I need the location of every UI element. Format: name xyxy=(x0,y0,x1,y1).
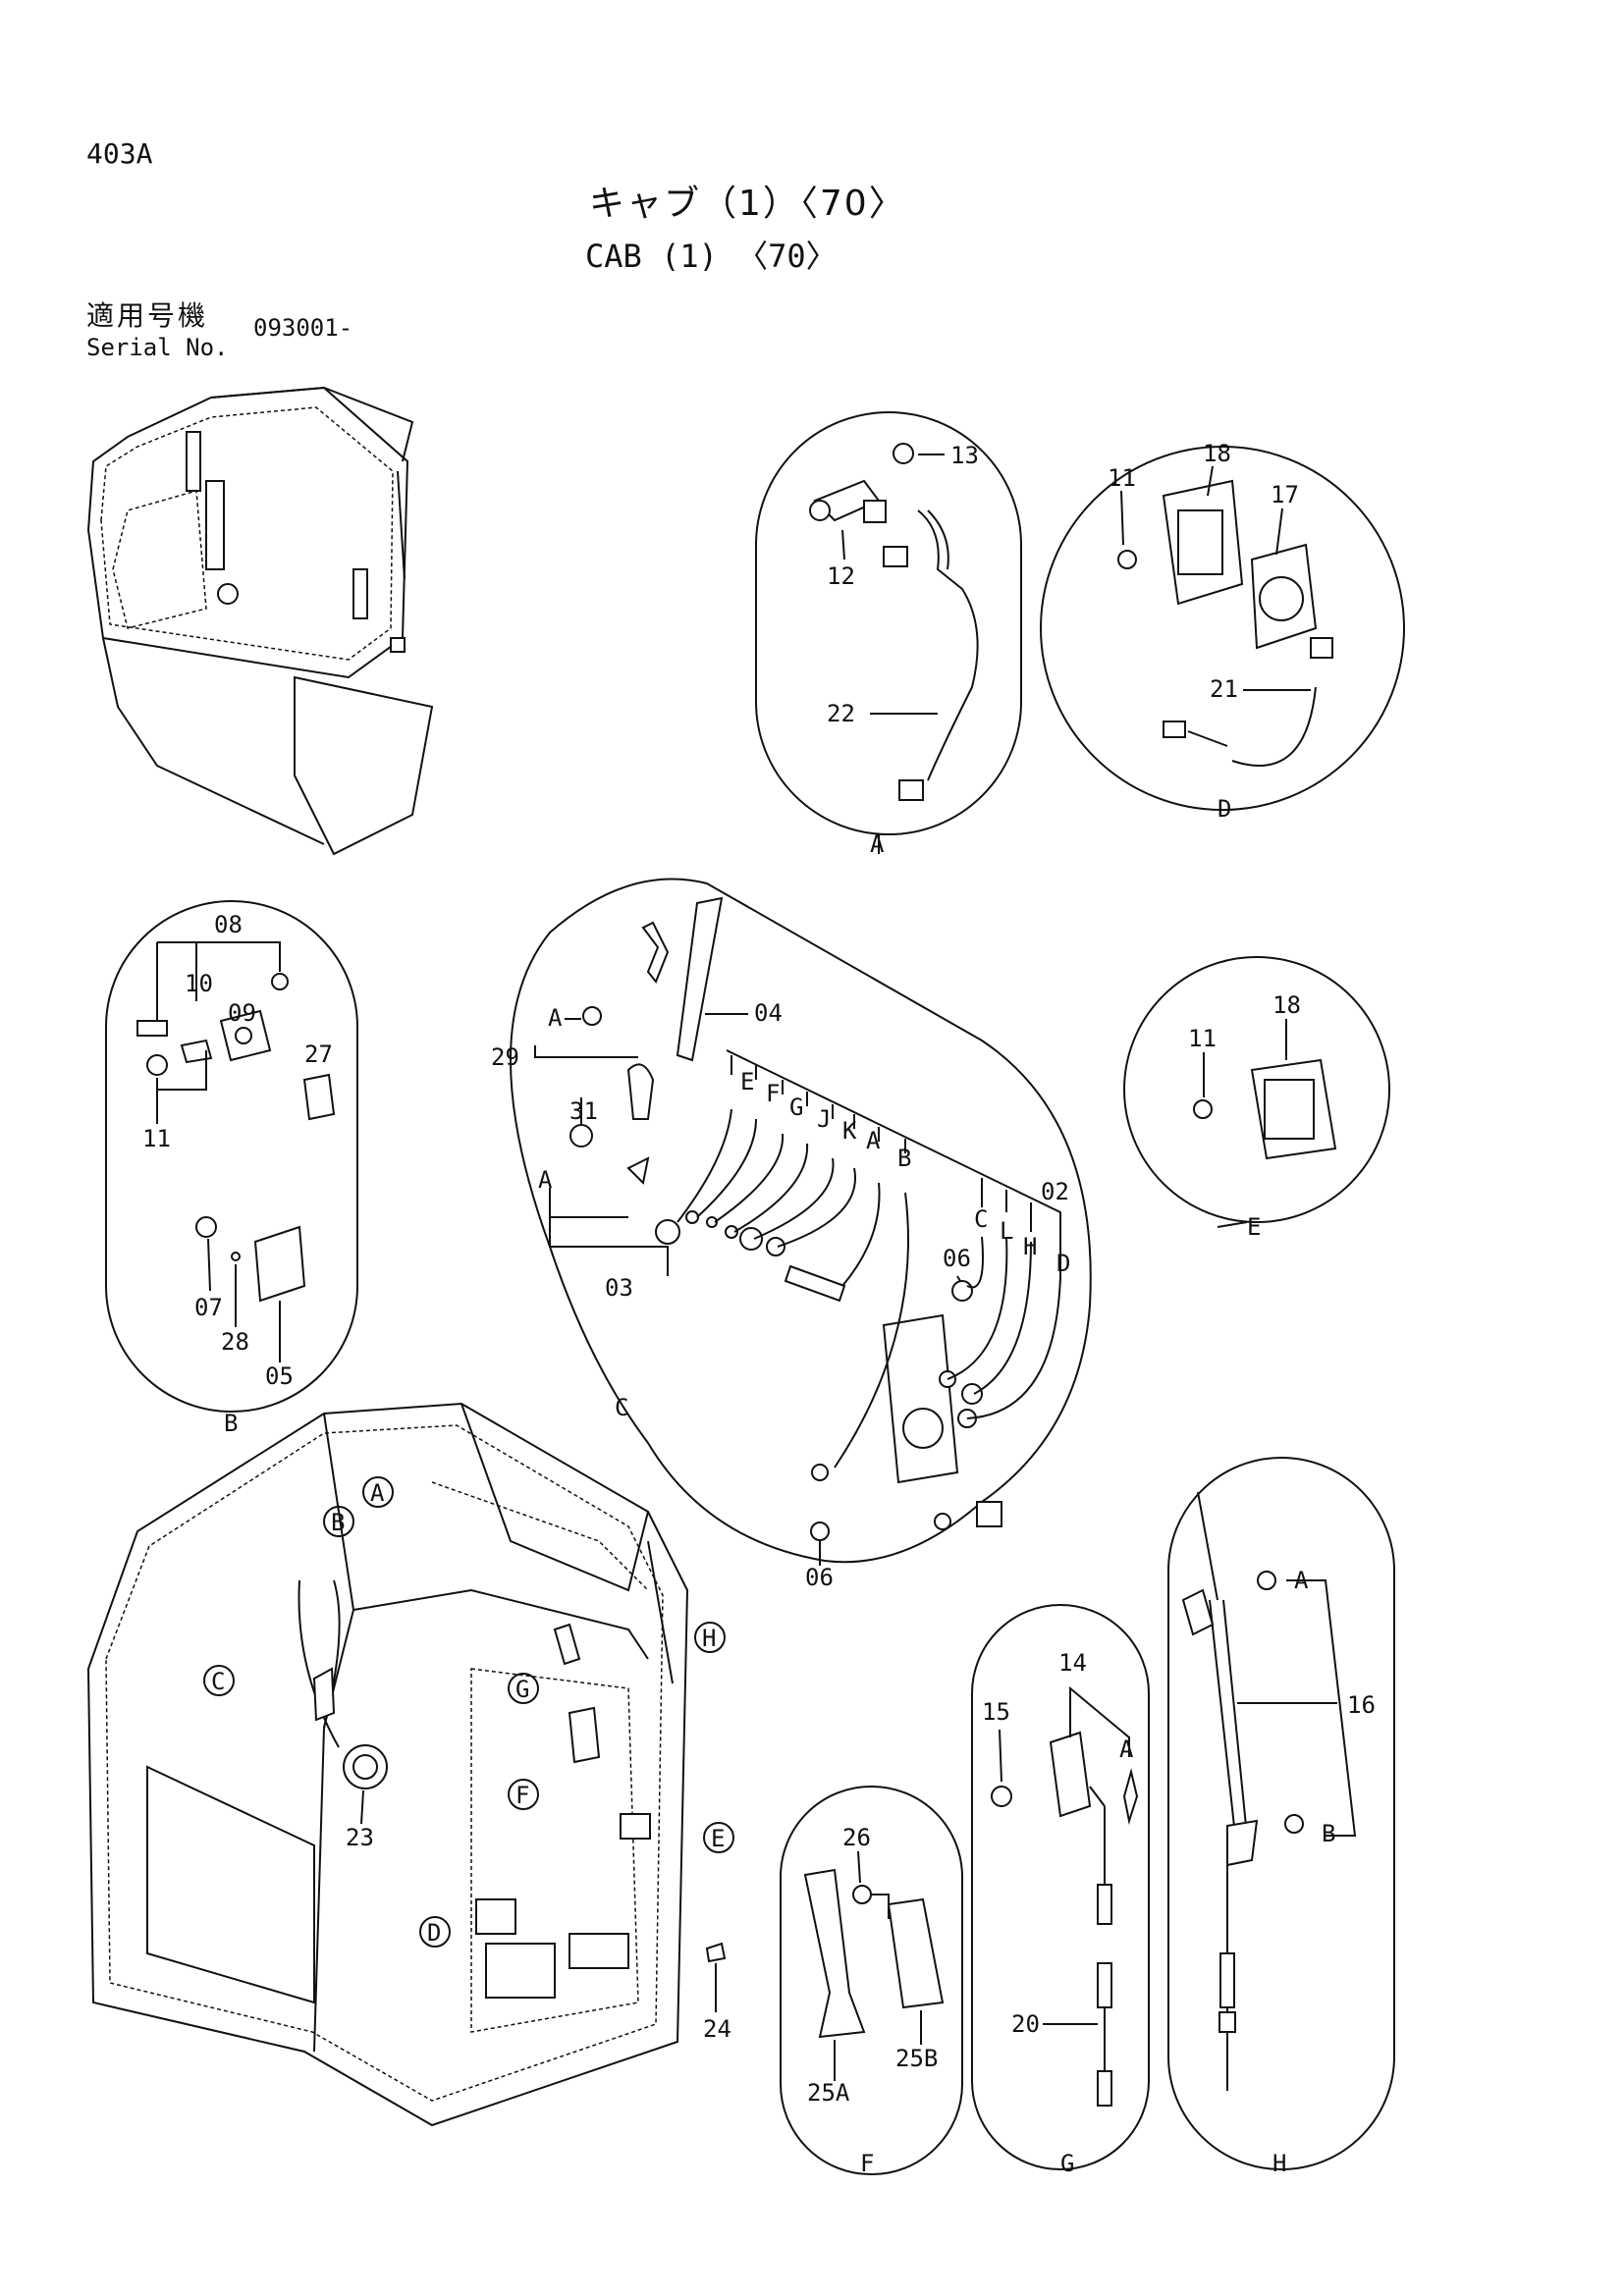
callout-06a: 06 xyxy=(943,1245,971,1272)
callout-g: G xyxy=(789,1094,803,1121)
svg-text:G: G xyxy=(515,1676,529,1703)
callout-24: 24 xyxy=(703,2015,731,2043)
callout-16: 16 xyxy=(1347,1691,1376,1719)
view-label-g: G xyxy=(1060,2150,1074,2177)
view-d: 18 11 17 21 xyxy=(1040,440,1405,811)
callout-l: L xyxy=(1000,1217,1013,1245)
callout-d: D xyxy=(1056,1250,1070,1277)
callout-11: 11 xyxy=(1188,1025,1217,1052)
svg-text:H: H xyxy=(702,1625,716,1652)
callout-a: A xyxy=(1294,1567,1309,1594)
svg-text:D: D xyxy=(427,1919,441,1947)
svg-text:E: E xyxy=(711,1825,725,1852)
view-a: 13 12 22 xyxy=(755,411,1022,854)
callout-e: E xyxy=(740,1068,754,1095)
callout-13: 13 xyxy=(950,442,979,469)
callout-14: 14 xyxy=(1058,1649,1087,1677)
view-label-e: E xyxy=(1247,1213,1261,1241)
marker-b: B xyxy=(323,1506,354,1537)
view-label-c: C xyxy=(615,1394,628,1421)
svg-text:F: F xyxy=(515,1782,529,1809)
callout-c: C xyxy=(974,1205,988,1233)
page-title-japanese: キャブ（1）〈70〉 xyxy=(589,184,906,224)
serial-label-english: Serial No. xyxy=(86,334,229,361)
callout-a1: A xyxy=(866,1127,881,1154)
callout-20: 20 xyxy=(1011,2010,1040,2038)
callout-f: F xyxy=(766,1080,780,1107)
view-label-d: D xyxy=(1218,795,1231,823)
callout-25a: 25A xyxy=(807,2079,850,2107)
callout-a: A xyxy=(1119,1735,1134,1763)
serial-number-value: 093001- xyxy=(253,314,353,342)
callout-10: 10 xyxy=(185,970,213,997)
callout-k: K xyxy=(842,1117,857,1145)
callout-17: 17 xyxy=(1271,481,1299,508)
view-c: 04 29 31 03 02 06 06 E F G J K A B C L H… xyxy=(491,878,1092,1591)
callout-27: 27 xyxy=(304,1041,333,1068)
callout-22: 22 xyxy=(827,700,855,727)
callout-18: 18 xyxy=(1203,440,1231,467)
callout-29: 29 xyxy=(491,1043,519,1071)
callout-07: 07 xyxy=(194,1294,223,1321)
svg-text:A: A xyxy=(370,1479,385,1507)
view-label-f: F xyxy=(860,2150,874,2177)
view-g: 14 15 A 20 xyxy=(971,1604,1150,2170)
callout-03: 03 xyxy=(605,1274,633,1302)
main-cab-drawing: 23 24 A B C H G F E xyxy=(86,1402,734,2127)
view-b: 08 10 09 27 11 07 28 05 xyxy=(105,900,358,1413)
callout-12: 12 xyxy=(827,562,855,590)
callout-28: 28 xyxy=(221,1328,249,1356)
view-h: A 16 B xyxy=(1167,1457,1395,2170)
callout-26: 26 xyxy=(842,1824,871,1851)
svg-text:B: B xyxy=(331,1509,345,1536)
callout-a2: A xyxy=(548,1004,563,1032)
marker-d: D xyxy=(419,1916,451,1948)
callout-05: 05 xyxy=(265,1362,294,1390)
marker-a: A xyxy=(362,1476,394,1508)
callout-23: 23 xyxy=(346,1824,374,1851)
callout-h: H xyxy=(1023,1233,1037,1260)
cab-overview-drawing xyxy=(86,386,434,856)
callout-21: 21 xyxy=(1210,675,1238,703)
callout-11: 11 xyxy=(142,1125,171,1152)
callout-15: 15 xyxy=(982,1698,1010,1726)
marker-g: G xyxy=(508,1673,539,1704)
view-label-b: B xyxy=(224,1410,238,1437)
page-number: 403A xyxy=(86,137,153,170)
callout-a3: A xyxy=(538,1166,553,1194)
callout-25b: 25B xyxy=(895,2045,938,2072)
marker-h: H xyxy=(694,1622,726,1653)
callout-j: J xyxy=(817,1105,831,1133)
callout-08: 08 xyxy=(214,911,243,938)
svg-text:C: C xyxy=(211,1668,225,1695)
callout-02: 02 xyxy=(1041,1178,1069,1205)
callout-b: B xyxy=(897,1145,911,1172)
view-label-a: A xyxy=(870,830,885,858)
view-f: 26 25A 25B xyxy=(780,1786,963,2175)
view-label-h: H xyxy=(1272,2150,1286,2177)
callout-09: 09 xyxy=(228,999,256,1027)
page-title-english: CAB (1) 〈70〉 xyxy=(585,238,838,275)
view-e: 18 11 xyxy=(1123,956,1390,1228)
callout-04: 04 xyxy=(754,999,783,1027)
callout-06b: 06 xyxy=(805,1564,834,1591)
callout-18: 18 xyxy=(1272,991,1301,1019)
marker-c: C xyxy=(203,1665,235,1696)
callout-b: B xyxy=(1322,1820,1335,1847)
serial-label-japanese: 適用号機 xyxy=(86,299,209,332)
callout-11: 11 xyxy=(1108,464,1136,492)
marker-e: E xyxy=(703,1822,734,1853)
callout-31: 31 xyxy=(569,1097,598,1125)
marker-f: F xyxy=(508,1779,539,1810)
